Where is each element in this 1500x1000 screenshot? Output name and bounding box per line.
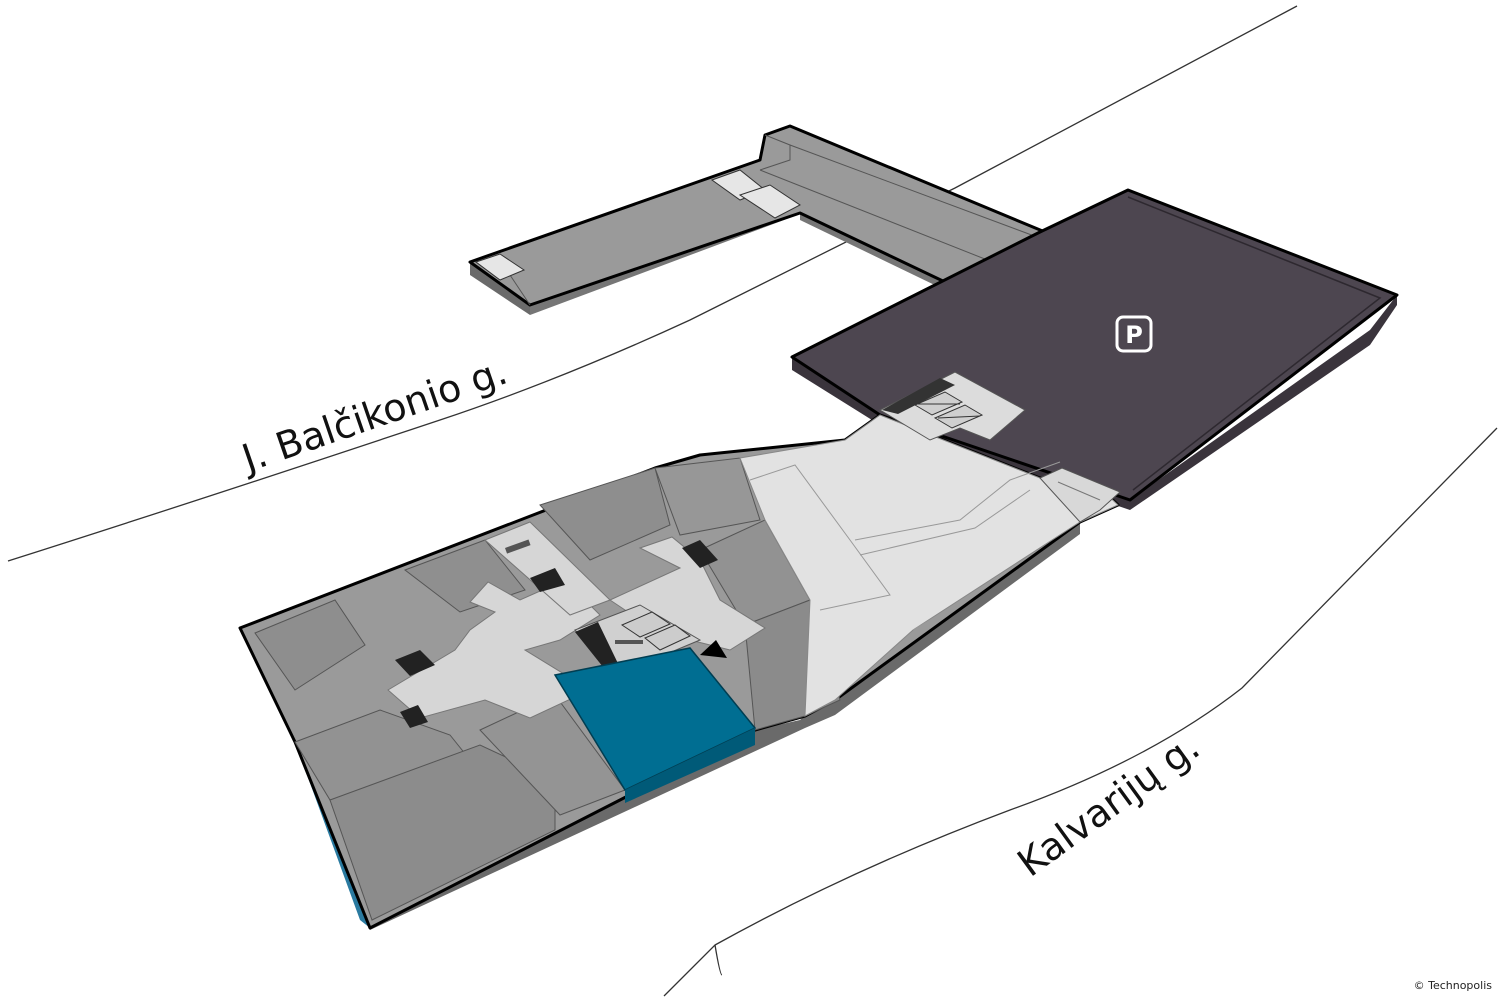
street-label-balcikonio: J. Balčikonio g. — [235, 349, 513, 481]
stair-block-sw — [400, 705, 428, 728]
main-building — [238, 371, 1121, 930]
north-wing — [468, 124, 1047, 315]
stair-block-north — [530, 568, 565, 592]
stair-block-ne — [682, 540, 718, 568]
unit-north-b[interactable] — [539, 467, 671, 561]
unit-west-a[interactable] — [254, 599, 366, 691]
street-label-kalvariju: Kalvarijų g. — [1009, 724, 1207, 885]
street-line-kalvariju-inner — [714, 944, 723, 976]
east-entrance[interactable] — [1039, 467, 1121, 523]
parking-badge[interactable]: P — [1115, 315, 1153, 353]
elevator-icon-central-a — [620, 611, 672, 638]
copyright-text: © Technopolis — [1413, 979, 1492, 992]
elevator-icon-north-b — [933, 404, 984, 429]
street-line-balcikonio-upper — [7, 5, 1298, 562]
stair-block-west — [395, 650, 435, 676]
unit-south-a[interactable] — [294, 709, 471, 801]
elevator-icon-central-b — [644, 624, 691, 651]
unit-north-c[interactable] — [654, 457, 761, 536]
entrance-arrow-icon[interactable] — [700, 640, 727, 658]
highlighted-unit-side — [625, 728, 755, 803]
parking-icon: P — [1125, 321, 1143, 349]
street-line-kalvariju — [663, 427, 1498, 997]
